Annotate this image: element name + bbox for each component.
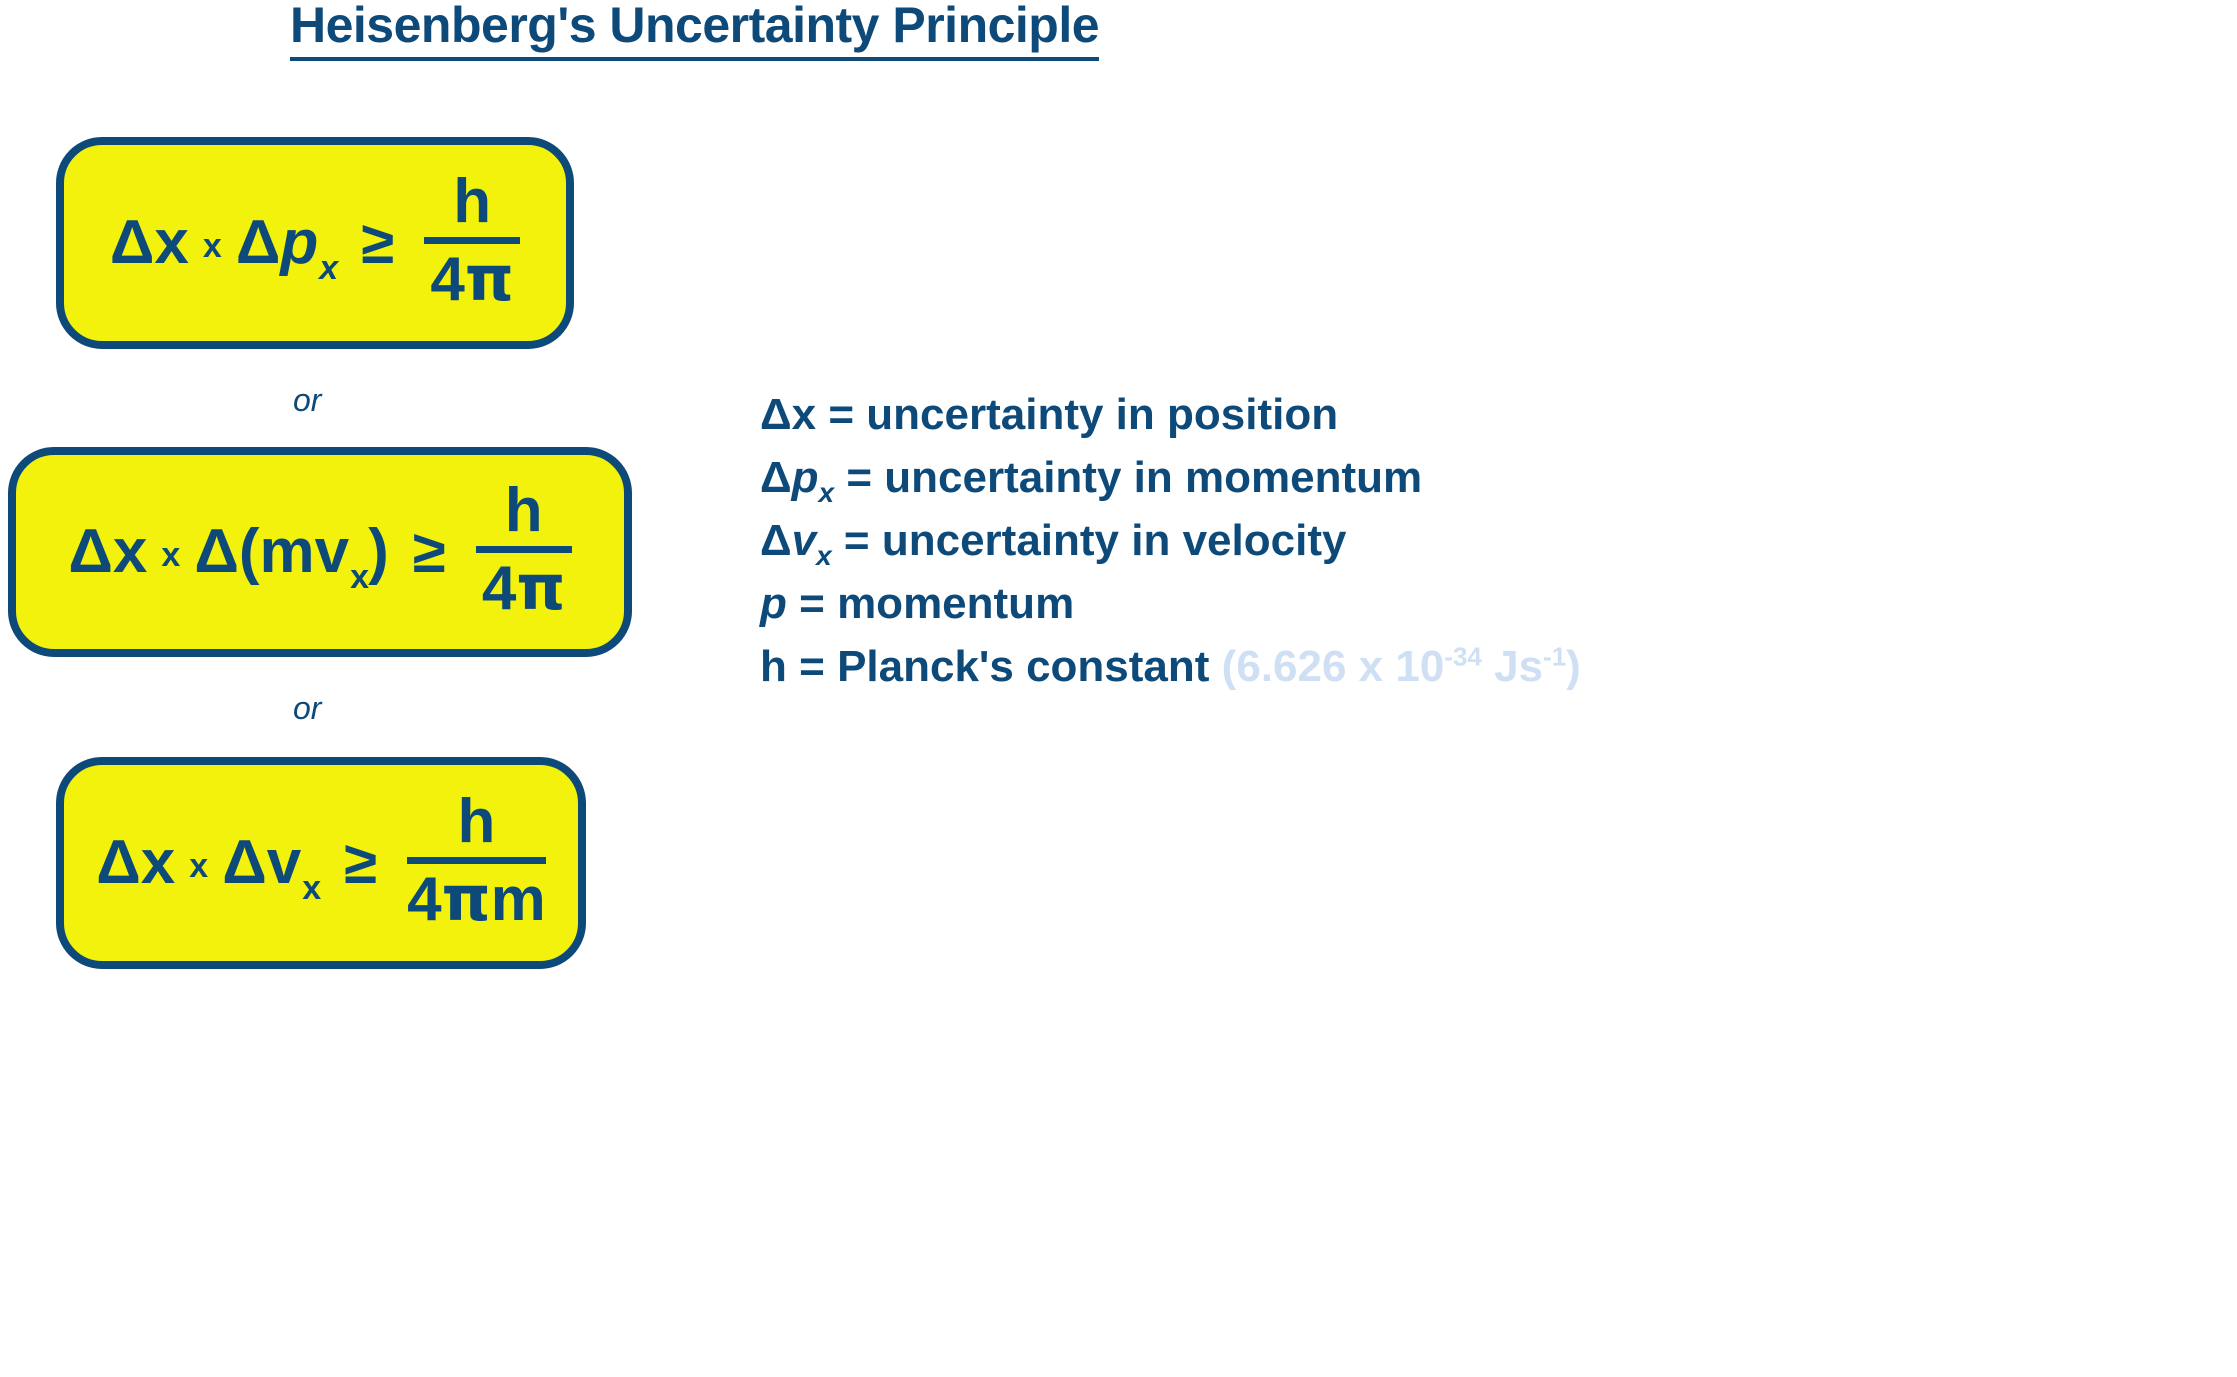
fraction-h-over-4pim: h 4πm [407, 791, 546, 931]
legend-symbol: Δp [760, 453, 819, 502]
fraction-denominator: 4π [430, 244, 514, 311]
legend-equals: = [828, 390, 855, 439]
legend-symbol-text: Δv [760, 516, 817, 565]
legend-item-delta-x: Δx = uncertainty in position [760, 383, 1581, 446]
planck-constant-value: (6.626 x 10-34 Js-1) [1222, 642, 1581, 691]
velocity-subscript: x [302, 869, 322, 907]
legend-definition: uncertainty in velocity [881, 516, 1347, 565]
greater-equal-icon: ≥ [361, 209, 395, 276]
delta-x-term: Δx [109, 208, 189, 277]
multiply-sign: x [161, 536, 181, 574]
legend-equals: = [843, 516, 870, 565]
fraction-denominator: 4π [482, 553, 566, 620]
legend-equals: = [846, 453, 873, 502]
denominator-coefficient: 4 [430, 245, 465, 314]
fraction-bar [424, 237, 521, 244]
legend-symbol-subscript: x [816, 540, 832, 571]
delta-open-paren: Δ( [194, 517, 260, 586]
delta-x-term: Δx [68, 517, 148, 586]
planck-value-exponent: -34 [1444, 641, 1482, 672]
legend-item-delta-v: Δvx = uncertainty in velocity [760, 509, 1581, 572]
pi-symbol: π [441, 862, 491, 935]
fraction-h-over-4pi: h 4π [424, 167, 521, 311]
delta-symbol: Δ [235, 208, 281, 277]
legend-symbol: Δx [760, 390, 817, 439]
legend-definition: uncertainty in momentum [884, 453, 1423, 502]
legend-definition: Planck's constant [837, 642, 1210, 691]
pi-symbol: π [464, 242, 514, 315]
planck-value-unit: Js [1481, 642, 1544, 691]
greater-equal-icon: ≥ [412, 518, 446, 585]
close-paren: ) [368, 517, 389, 586]
page-title-text: Heisenberg's Uncertainty Principle [290, 0, 1100, 61]
legend-item-p: p = momentum [760, 572, 1581, 635]
legend-symbol-subscript: x [818, 477, 835, 508]
connector-or-1: or [293, 382, 322, 418]
legend-item-h: h = Planck's constant (6.626 x 10-34 Js-… [760, 635, 1581, 698]
legend-item-delta-p: Δpx = uncertainty in momentum [760, 446, 1581, 509]
fraction-numerator: h [457, 787, 496, 856]
fraction-h-over-4pi: h 4π [475, 476, 572, 620]
mass-velocity-symbol: mv [259, 517, 350, 586]
denominator-coefficient: 4 [407, 865, 442, 934]
momentum-symbol: p [280, 208, 319, 277]
pi-symbol: π [516, 551, 566, 624]
legend-equals: = [799, 642, 825, 691]
fraction-bar [475, 546, 572, 553]
multiply-sign: x [202, 227, 222, 265]
momentum-subscript: x [319, 249, 339, 287]
legend-definition: uncertainty in position [866, 390, 1339, 439]
mass-velocity-subscript: x [350, 558, 370, 596]
legend-symbol-text: Δp [760, 453, 819, 502]
planck-value-unit-exponent: -1 [1543, 641, 1567, 672]
legend-symbol: Δv [760, 516, 816, 565]
denominator-tail: m [490, 865, 546, 934]
planck-value-suffix: ) [1566, 642, 1581, 691]
denominator-coefficient: 4 [481, 554, 517, 623]
legend-symbol: h [760, 642, 787, 691]
legend-symbol: p [760, 579, 787, 628]
page-title: Heisenberg's Uncertainty Principle [290, 0, 1100, 61]
fraction-numerator: h [453, 167, 492, 236]
delta-symbol: Δ [222, 828, 267, 897]
legend-definition: momentum [837, 579, 1075, 628]
legend-equals: = [799, 579, 825, 628]
fraction-bar [407, 857, 546, 864]
connector-or-2: or [293, 690, 322, 726]
delta-x-term: Δx [96, 828, 176, 897]
velocity-symbol: v [266, 828, 302, 897]
planck-value-prefix: (6.626 x 10 [1221, 642, 1445, 691]
fraction-numerator: h [504, 476, 543, 545]
multiply-sign: x [189, 847, 209, 885]
greater-equal-icon: ≥ [344, 829, 378, 896]
legend-list: Δx = uncertainty in position Δpx = uncer… [760, 383, 1581, 698]
fraction-denominator: 4πm [407, 864, 546, 931]
